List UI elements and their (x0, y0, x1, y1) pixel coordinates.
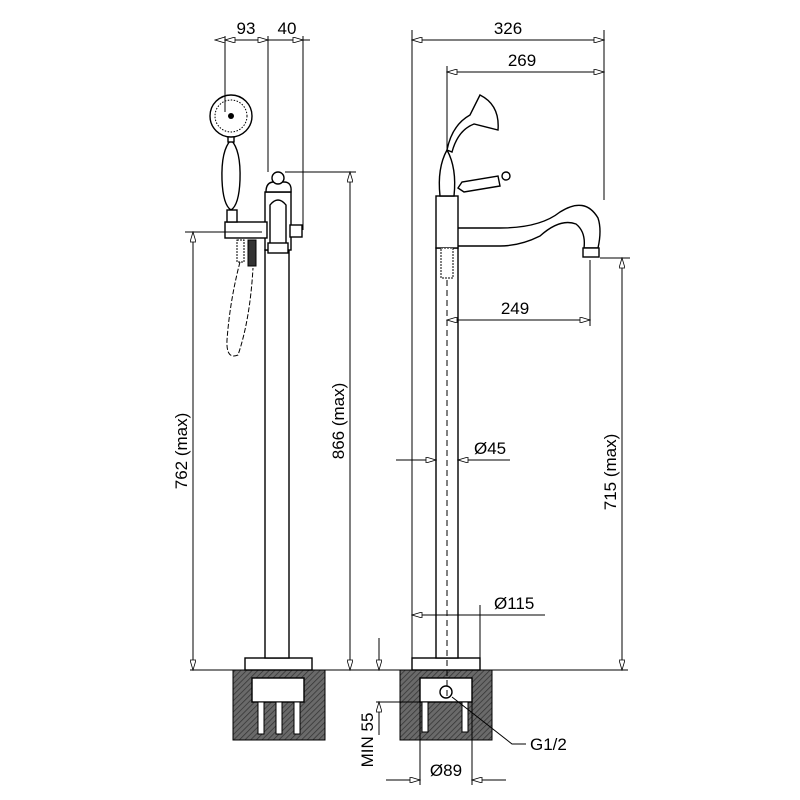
spout-stub (289, 224, 303, 238)
hose-nut (247, 239, 257, 267)
shower-hose (226, 261, 254, 357)
shower-nozzles (214, 99, 248, 133)
bolt (421, 701, 429, 733)
dim-866: 866 (max) (329, 383, 348, 460)
dim-min-55: MIN 55 (358, 713, 377, 768)
hose-connector (236, 239, 245, 263)
g12-leader (451, 696, 526, 745)
dim-762: 762 (max) (172, 413, 191, 490)
handle-collar (226, 209, 238, 223)
base-plate (244, 657, 313, 671)
bolt (293, 701, 301, 735)
lever-handle (457, 175, 501, 193)
dim-249: 249 (501, 299, 529, 318)
dim-40: 40 (278, 19, 297, 38)
dim-326: 326 (494, 19, 522, 38)
dim-diameter-115: Ø115 (494, 594, 534, 613)
dim-diameter-89: Ø89 (430, 761, 462, 780)
lever-knob (271, 171, 285, 185)
spout (455, 204, 601, 249)
right-view: 326 269 249 715 (max) Ø45 Ø115 MIN 55 Ø8… (358, 19, 630, 785)
lever-knob (501, 171, 511, 181)
mixer-cap (265, 181, 292, 193)
connection-label: G1/2 (530, 735, 567, 754)
bolt (461, 701, 469, 733)
shower-center (228, 113, 234, 119)
mixer-body (435, 195, 459, 249)
standpipe (264, 249, 290, 659)
dim-269: 269 (508, 51, 536, 70)
aerator (582, 247, 600, 258)
hose-connector (440, 247, 454, 279)
mounting-box (251, 677, 305, 703)
base-plate (411, 657, 481, 671)
handshower-handle (221, 139, 241, 211)
dim-93: 93 (237, 19, 256, 38)
mixer-window (269, 199, 287, 246)
dim-715: 715 (max) (601, 434, 620, 511)
dim-diameter-45: Ø45 (474, 439, 506, 458)
mixer-nut (267, 242, 289, 254)
handshower-handle (438, 148, 456, 197)
left-view: 93 40 762 (max) 866 (max) (172, 19, 356, 741)
bolt (257, 701, 265, 735)
shower-head (446, 94, 499, 153)
bolt (275, 701, 283, 735)
inlet-connection (439, 685, 453, 699)
holder-arm (224, 221, 268, 239)
